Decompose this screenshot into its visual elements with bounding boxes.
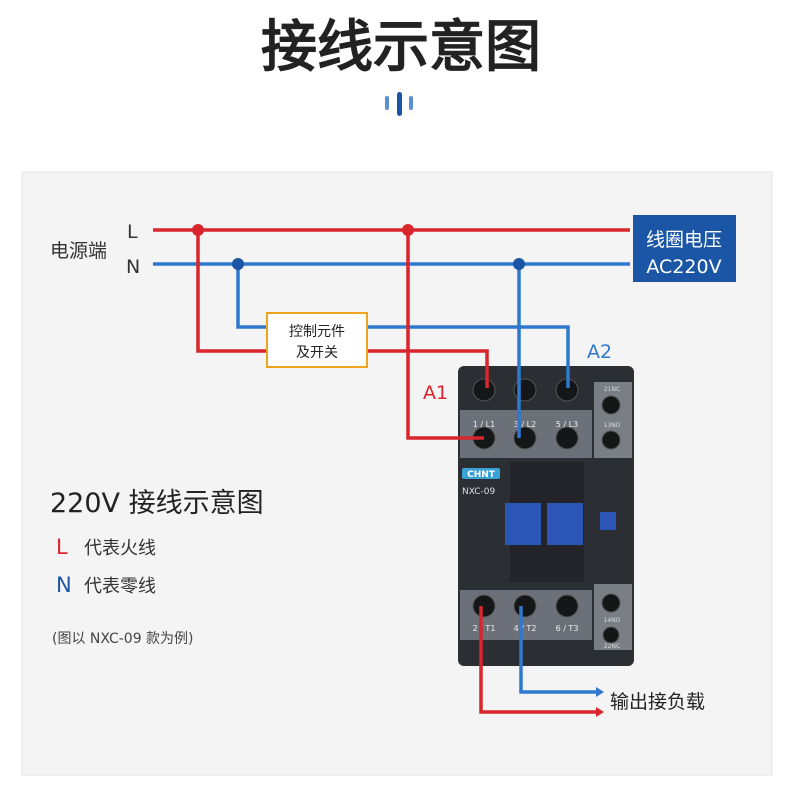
t2-output-wire: [519, 606, 598, 694]
control-box-line2: 及开关: [296, 345, 338, 361]
coil-voltage-badge: [633, 215, 736, 282]
model-label: NXC-09: [462, 487, 496, 497]
title-divider-icon: [385, 92, 413, 116]
terminal-5-l3: 5 / L3: [556, 420, 578, 429]
control-switch-box: [266, 312, 368, 368]
a2-coil-wire: [236, 264, 570, 388]
t1-output-wire: [479, 606, 598, 714]
legend-n-text: 代表零线: [84, 576, 156, 597]
legend-l-letter: L: [56, 535, 68, 559]
coil-voltage-line1: 线圈电压: [646, 229, 722, 251]
legend-heading: 220V 接线示意图: [50, 488, 264, 519]
aux-21nc: 21NC: [604, 386, 620, 393]
output-arrow-icon: [596, 687, 604, 697]
control-box-line1: 控制元件: [289, 324, 345, 340]
aux-22nc: 22NC: [604, 643, 620, 650]
contactor: CHNT NXC-09 1 / L1 3 / L2 5 / L3 2 / T1 …: [458, 366, 634, 666]
wires: [153, 228, 630, 714]
junction-dot: [513, 258, 525, 270]
neutral-line-letter: N: [126, 256, 140, 278]
power-source-label: 电源端: [50, 240, 107, 262]
terminal-4-t2: 4 / T2: [514, 624, 537, 633]
a1-label: A1: [423, 382, 448, 404]
page-title: 接线示意图: [261, 15, 541, 80]
coil-voltage-line2: AC220V: [646, 256, 721, 278]
brand-logo: CHNT: [467, 470, 496, 480]
terminal-2-t1: 2 / T1: [473, 624, 496, 633]
junction-dot: [232, 258, 244, 270]
junction-dot: [402, 224, 414, 236]
terminal-6-t3: 6 / T3: [556, 624, 579, 633]
live-line-letter: L: [127, 221, 138, 243]
legend-l-text: 代表火线: [84, 538, 156, 559]
terminal-1-l1: 1 / L1: [473, 420, 495, 429]
output-load-label: 输出接负载: [610, 691, 705, 713]
junction-dot: [192, 224, 204, 236]
a2-label: A2: [587, 341, 612, 363]
aux-14no: 14NO: [604, 617, 621, 624]
terminal-3-l2: 3 / L2: [514, 420, 536, 429]
aux-13no: 13NO: [604, 422, 621, 429]
legend-n-letter: N: [56, 573, 72, 597]
legend-note: (图以 NXC-09 款为例): [52, 631, 194, 647]
output-arrow-icon: [596, 707, 604, 717]
l1-wire: [406, 230, 484, 440]
